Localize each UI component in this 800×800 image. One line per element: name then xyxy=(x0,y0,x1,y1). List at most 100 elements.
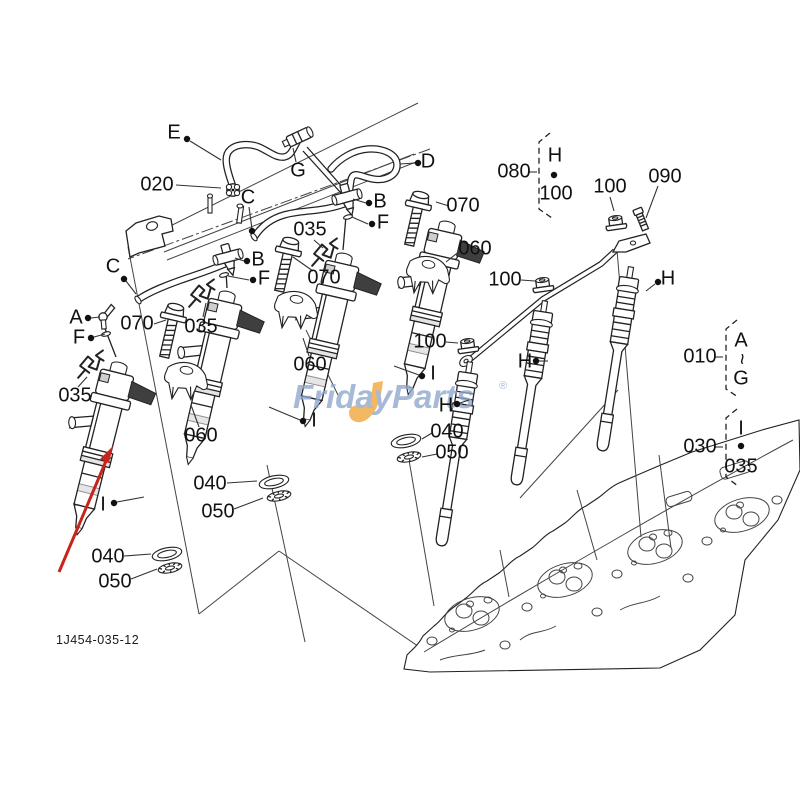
callout-dot-H1 xyxy=(453,400,461,408)
callout-dot-I3 xyxy=(418,372,426,380)
nut-100-3 xyxy=(603,213,628,232)
callout-leader-090 xyxy=(645,185,659,219)
callout-leader-E xyxy=(189,140,222,161)
callout-dot-C1 xyxy=(248,227,256,235)
callout-label-035-1: 035 xyxy=(293,218,326,240)
callout-leader-D xyxy=(399,162,416,165)
callout-label-040-1: 040 xyxy=(91,545,124,567)
callout-dot-I2 xyxy=(299,417,307,425)
callout-dot-B2 xyxy=(243,257,251,265)
glow-plug-3 xyxy=(590,264,643,454)
group-brackets xyxy=(538,132,739,487)
bolt-090 xyxy=(632,206,650,232)
callout-label-050-3: 050 xyxy=(435,441,468,463)
callout-label-030-I: I xyxy=(738,417,744,439)
callout-leader-G xyxy=(292,147,297,163)
callout-leader-035-2 xyxy=(202,302,207,318)
callout-label-I2: I xyxy=(311,409,317,431)
callout-dot-B1 xyxy=(365,199,373,207)
callout-label-010-A: A xyxy=(734,329,748,351)
callout-label-H1: H xyxy=(439,394,453,416)
callout-label-F1: F xyxy=(377,211,389,233)
drawing-number: 1J454-035-12 xyxy=(56,633,139,647)
callout-leader-020 xyxy=(175,184,222,189)
callout-label-080-H: H xyxy=(548,144,562,166)
callout-label-C2: C xyxy=(106,255,120,277)
callout-label-B1: B xyxy=(373,190,386,212)
callout-label-050-1: 050 xyxy=(98,570,131,592)
watermark-swoosh xyxy=(349,381,383,423)
callout-label-010-sq: ~ xyxy=(731,353,753,365)
callout-leader-F1 xyxy=(351,216,369,225)
callout-leader-I2 xyxy=(268,406,301,421)
joint-pins xyxy=(103,193,347,358)
mounting-bracket xyxy=(125,215,174,258)
callout-label-A: A xyxy=(69,306,83,328)
callout-leader-F3 xyxy=(93,333,106,338)
callout-label-070-2: 070 xyxy=(307,266,340,288)
callout-label-H2: H xyxy=(518,350,532,372)
callout-leader-040-3 xyxy=(421,432,433,440)
callout-leader-H1 xyxy=(459,399,470,404)
watermark: FridayParts ® xyxy=(293,378,507,423)
callout-label-070-3: 070 xyxy=(446,194,479,216)
callout-leader-070-2 xyxy=(292,256,314,272)
joint-020 xyxy=(225,183,241,197)
callout-label-080: 080 xyxy=(497,160,530,182)
callout-leader-100-c xyxy=(609,196,615,212)
callout-label-010: 010 xyxy=(683,345,716,367)
glow-plug-group xyxy=(429,206,651,549)
callout-leader-050-3 xyxy=(421,453,438,458)
callout-dot-C2 xyxy=(120,275,128,283)
callout-leader-040-1 xyxy=(123,553,152,557)
injector-1 xyxy=(40,352,162,546)
callout-leader-B2 xyxy=(234,257,245,262)
nut-100-2 xyxy=(530,275,555,294)
washer-F2 xyxy=(218,271,230,279)
watermark-text: FridayParts xyxy=(293,378,475,415)
callout-leader-F2 xyxy=(227,275,250,281)
cylinder-head xyxy=(403,419,800,673)
callout-leader-070-3 xyxy=(435,201,450,207)
callout-label-100-a: 100 xyxy=(413,330,446,352)
callout-leader-040-2 xyxy=(226,480,258,484)
callout-leader-B1 xyxy=(352,198,367,204)
callout-label-H3: H xyxy=(661,267,675,289)
callout-label-E: E xyxy=(167,121,180,143)
callout-leader-060-3 xyxy=(445,249,462,263)
callout-dot-030-I xyxy=(737,442,745,450)
callout-leader-C1 xyxy=(248,206,253,230)
callout-label-I3: I xyxy=(430,362,436,384)
washer-F3 xyxy=(100,330,112,338)
callout-label-035-2: 035 xyxy=(184,315,217,337)
callout-leader-050-2 xyxy=(233,497,264,510)
callout-label-F3: F xyxy=(73,326,85,348)
callout-label-040-2: 040 xyxy=(193,472,226,494)
callout-label-010-G: G xyxy=(733,367,749,389)
callout-label-100-b: 100 xyxy=(488,268,521,290)
callout-leader-C2 xyxy=(125,280,137,295)
callout-label-B2: B xyxy=(251,248,264,270)
callout-label-090: 090 xyxy=(648,165,681,187)
bracket-010-brace xyxy=(725,319,739,398)
callout-leader-035-1 xyxy=(313,239,324,249)
callout-dot-A xyxy=(84,314,92,322)
callout-leader-100-a xyxy=(445,341,459,344)
callout-leader-100-b xyxy=(520,279,536,282)
callout-dot-080-H xyxy=(550,171,558,179)
callout-label-060-1: 060 xyxy=(184,424,217,446)
callout-label-I1: I xyxy=(100,493,106,515)
callout-leader-I3 xyxy=(393,365,420,376)
callout-label-080-100: 100 xyxy=(539,182,572,204)
callout-label-050-2: 050 xyxy=(201,500,234,522)
callout-leader-060-1 xyxy=(190,404,200,428)
callout-leader-060-2 xyxy=(302,337,310,357)
callout-leader-070-1 xyxy=(153,319,167,325)
callout-label-030: 030 xyxy=(683,435,716,457)
callout-dot-F2 xyxy=(249,276,257,284)
callout-leader-H3 xyxy=(645,283,656,292)
callout-dot-E xyxy=(183,135,191,143)
callout-label-035-3: 035 xyxy=(58,384,91,406)
bracket-030-brace xyxy=(725,408,739,487)
